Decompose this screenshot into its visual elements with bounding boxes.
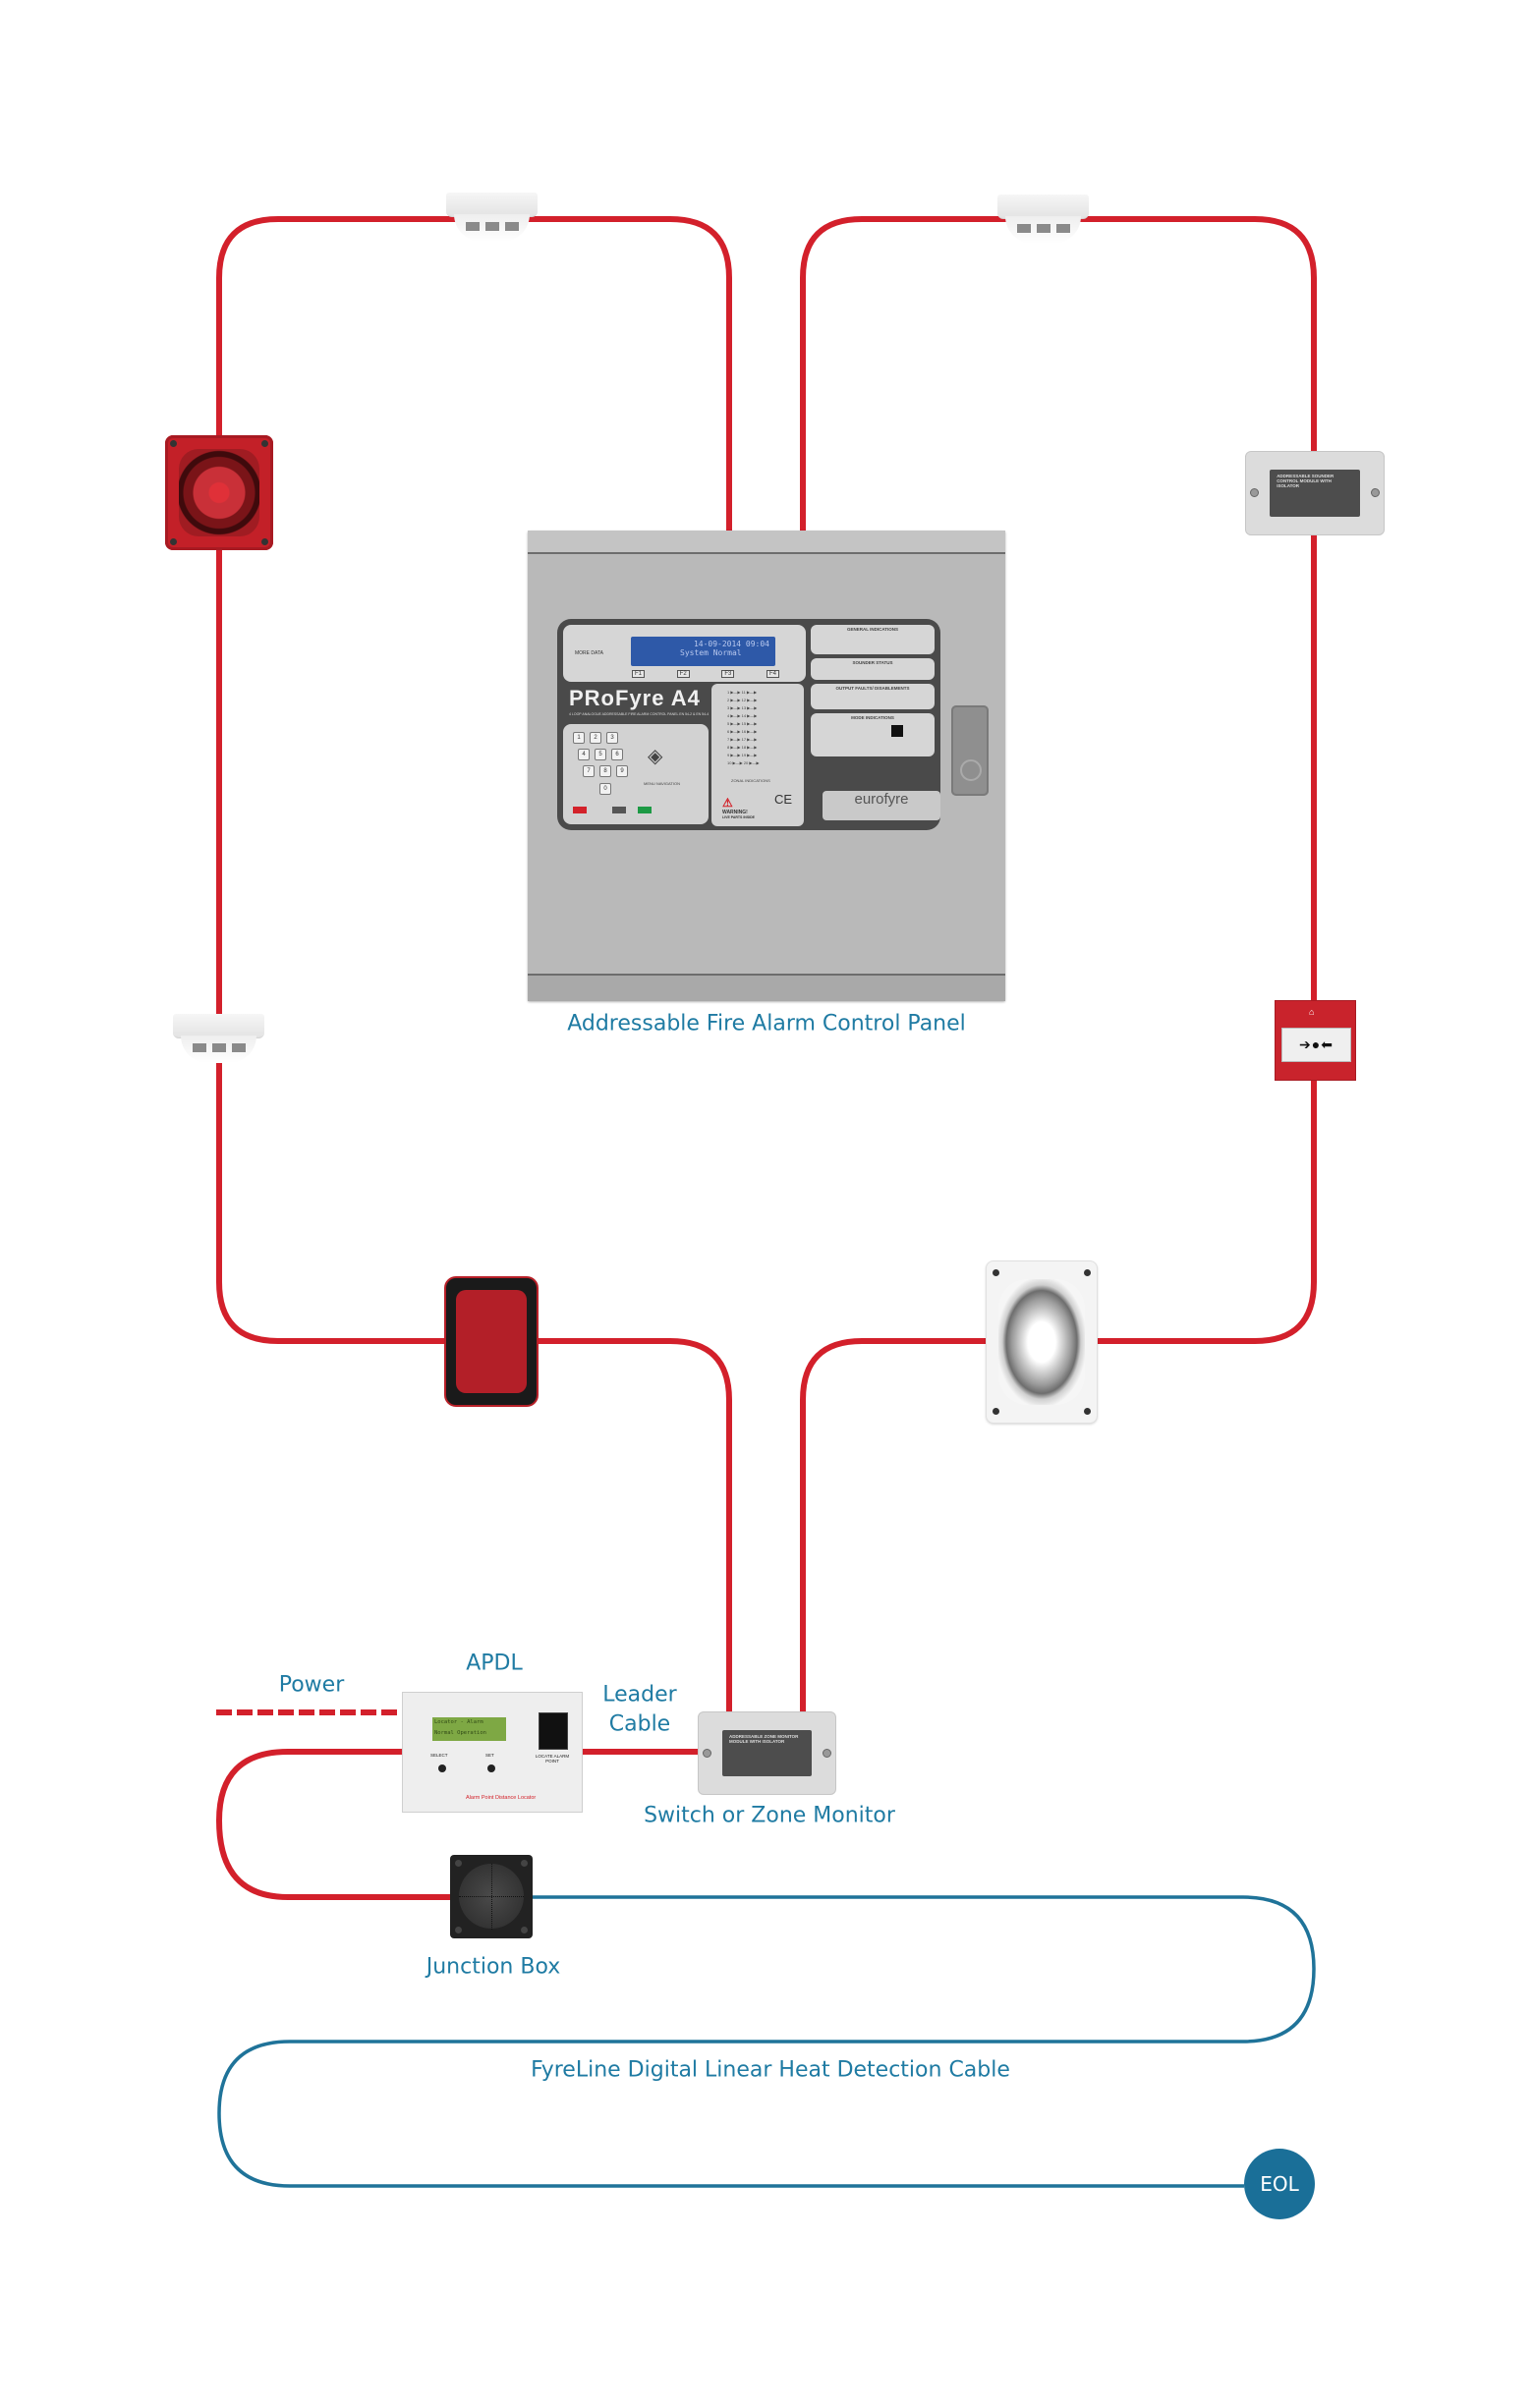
set-button[interactable] xyxy=(487,1764,495,1772)
select-label: SELECT xyxy=(430,1753,448,1758)
f2-key[interactable]: F2 xyxy=(676,670,690,678)
key-8[interactable]: 8 xyxy=(599,765,611,777)
warning-subtext: LIVE PARTS INSIDE xyxy=(722,815,755,819)
apdl-label: APDL xyxy=(466,1651,523,1676)
panel-brand: PRoFyre A4 xyxy=(569,686,701,710)
red-sounder[interactable] xyxy=(165,435,273,550)
loop-cable-left-upper xyxy=(216,216,732,1711)
speaker-cone-icon xyxy=(179,449,259,536)
zone-monitor-label: Switch or Zone Monitor xyxy=(644,1803,895,1828)
locate-alarm-point-button[interactable] xyxy=(539,1712,568,1750)
loop-cable-right xyxy=(800,216,1317,1711)
controls-key-switch[interactable] xyxy=(891,725,903,737)
panel-keypad: 1 2 3 4 5 6 7 8 9 0 ◈ MENU NAVIGATION xyxy=(563,724,709,824)
apdl-lcd-line2: Normal Operation xyxy=(434,1730,486,1736)
panel-brand-subtitle: 4 LOOP ANALOGUE ADDRESSABLE FIRE ALARM C… xyxy=(569,712,710,716)
key-1[interactable]: 1 xyxy=(573,732,585,744)
fire-alarm-control-panel[interactable]: MORE DATA 14-09-2014 09:04 System Normal… xyxy=(528,531,1005,1001)
locate-label: LOCATE ALARM POINT xyxy=(535,1754,570,1764)
sounder-control-module[interactable]: ADDRESSABLE SOUNDER CONTROL MODULE WITH … xyxy=(1245,451,1385,535)
key-6[interactable]: 6 xyxy=(611,749,623,760)
panel-lcd: 14-09-2014 09:04 System Normal xyxy=(631,637,775,666)
mode-indications-box: MODE INDICATIONS xyxy=(811,713,935,756)
menu-navigation-label: MENU NAVIGATION xyxy=(644,781,680,786)
manual-call-point[interactable]: ⌂ ➔●⬅ xyxy=(1275,1000,1356,1081)
ce-mark: CE xyxy=(774,792,793,807)
select-button[interactable] xyxy=(438,1764,446,1772)
linear-heat-detection-cable xyxy=(217,1895,1316,2188)
warning-icon: ⚠ xyxy=(722,796,733,810)
sounder-status-box: SOUNDER STATUS xyxy=(811,658,935,680)
leader-cable-return xyxy=(215,1749,450,1900)
f3-key[interactable]: F3 xyxy=(721,670,735,678)
control-panel-label: Addressable Fire Alarm Control Panel xyxy=(567,1011,966,1036)
zonal-indications-label: ZONAL INDICATIONS xyxy=(731,778,770,783)
reset-button[interactable] xyxy=(638,807,652,813)
output-faults-box: OUTPUT FAULTS/ DISABLEMENTS xyxy=(811,684,935,709)
manufacturer-logo: eurofyre xyxy=(823,791,940,820)
white-sounder[interactable] xyxy=(986,1260,1098,1424)
leader-cable-label-line2: Cable xyxy=(608,1711,671,1737)
sounder-module-text: ADDRESSABLE SOUNDER CONTROL MODULE WITH … xyxy=(1277,474,1334,489)
speaker-cone-icon xyxy=(998,1279,1085,1405)
junction-box-label: Junction Box xyxy=(426,1954,561,1980)
panel-faceplate: MORE DATA 14-09-2014 09:04 System Normal… xyxy=(557,619,940,830)
lcd-datetime: 14-09-2014 09:04 xyxy=(693,640,769,648)
zonal-indications: 1 ▶—▶ 11 ▶—▶ 2 ▶—▶ 12 ▶—▶ 3 ▶—▶ 13 ▶—▶ 4… xyxy=(711,684,804,826)
warning-label: ⚠ WARNING! LIVE PARTS INSIDE xyxy=(722,796,755,819)
start-stop-sounders-button[interactable] xyxy=(573,807,587,813)
apdl-lcd: Locator - Alarm Normal Operation xyxy=(432,1717,506,1741)
power-label: Power xyxy=(278,1672,345,1698)
f1-key[interactable]: F1 xyxy=(632,670,646,678)
silence-buzzer-button[interactable] xyxy=(612,807,626,813)
key-7[interactable]: 7 xyxy=(583,765,595,777)
junction-box[interactable] xyxy=(450,1855,533,1938)
key-9[interactable]: 9 xyxy=(616,765,628,777)
heat-detector-left[interactable] xyxy=(173,1014,264,1065)
key-2[interactable]: 2 xyxy=(590,732,601,744)
zone-monitor-module[interactable]: ADDRESSABLE ZONE MONITOR MODULE WITH ISO… xyxy=(698,1711,836,1795)
fire-house-icon: ⌂ xyxy=(1309,1007,1315,1017)
set-label: SET xyxy=(485,1753,494,1758)
navigation-arrows-icon[interactable]: ◈ xyxy=(648,746,663,767)
panel-lock[interactable] xyxy=(951,705,989,796)
general-indications-box: GENERAL INDICATIONS xyxy=(811,625,935,654)
press-here-icon: ➔●⬅ xyxy=(1299,1036,1334,1052)
key-3[interactable]: 3 xyxy=(606,732,618,744)
apdl-footer: Alarm Point Distance Locator xyxy=(466,1795,537,1801)
key-0[interactable]: 0 xyxy=(599,783,611,795)
zone-monitor-text: ADDRESSABLE ZONE MONITOR MODULE WITH ISO… xyxy=(728,1733,799,1744)
detection-cable-label: FyreLine Digital Linear Heat Detection C… xyxy=(531,2057,1010,2083)
more-data-label: MORE DATA xyxy=(575,650,603,656)
smoke-detector-top-right[interactable] xyxy=(997,195,1089,246)
end-of-line-terminator[interactable]: EOL xyxy=(1244,2149,1315,2219)
f4-key[interactable]: F4 xyxy=(766,670,779,678)
warning-text: WARNING! xyxy=(722,810,748,815)
smoke-detector-top-left[interactable] xyxy=(446,193,538,244)
leader-cable-label-line1: Leader xyxy=(602,1682,677,1708)
key-5[interactable]: 5 xyxy=(595,749,606,760)
apdl-device[interactable]: Locator - Alarm Normal Operation SELECT … xyxy=(402,1692,583,1813)
key-4[interactable]: 4 xyxy=(578,749,590,760)
red-beacon-box[interactable] xyxy=(444,1276,539,1407)
apdl-lcd-line1: Locator - Alarm xyxy=(434,1719,483,1725)
keyhole-icon xyxy=(960,759,982,781)
lcd-status: System Normal xyxy=(680,648,742,657)
